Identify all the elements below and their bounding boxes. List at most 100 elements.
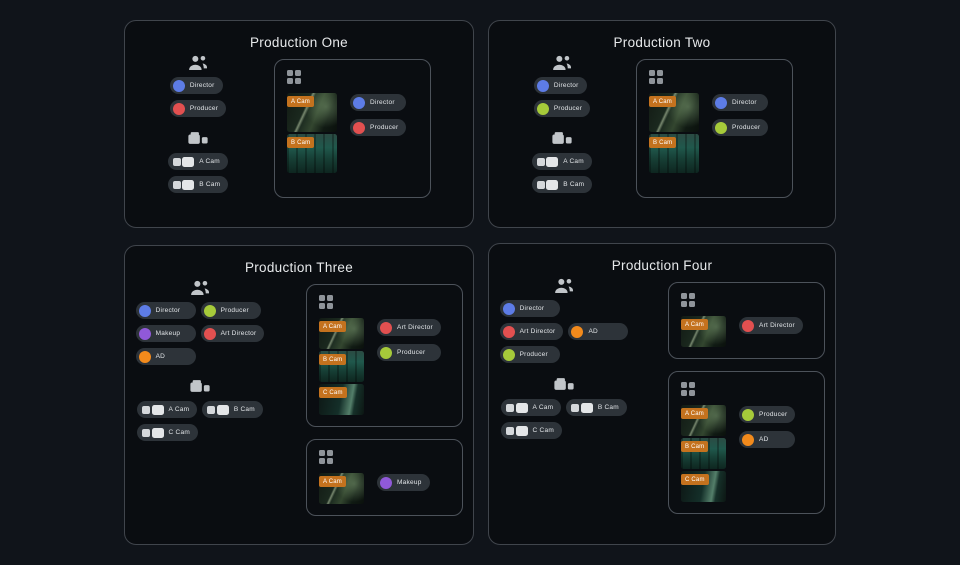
role-chip-label: Makeup	[397, 479, 422, 486]
role-chip-art-director[interactable]: Art Director	[377, 319, 441, 336]
role-chip-director[interactable]: Director	[135, 302, 196, 319]
role-chip-makeup[interactable]: Makeup	[135, 325, 196, 342]
thumbnail-stack: A Cam B Cam	[287, 93, 337, 173]
role-chip-director[interactable]: Director	[169, 77, 223, 94]
role-chip-art-director[interactable]: Art Director	[200, 325, 265, 342]
camera-icon	[142, 427, 164, 438]
role-chip-producer[interactable]: Producer	[350, 119, 407, 136]
camera-thumbnail-a-cam[interactable]: A Cam	[319, 318, 364, 349]
multicam-icon	[188, 132, 208, 144]
camera-chip-label: B Cam	[597, 404, 619, 411]
camera-chip-a-cam[interactable]: A Cam	[531, 153, 592, 170]
camera-chip-a-cam[interactable]: A Cam	[167, 153, 228, 170]
thumbnail-cam-label: A Cam	[319, 476, 347, 487]
role-color-dot	[536, 79, 549, 92]
camera-icon	[172, 179, 195, 190]
role-chip-ad[interactable]: AD	[739, 431, 796, 448]
camera-icon	[172, 156, 195, 167]
grid-icon	[649, 70, 663, 84]
role-chip-label: Art Director	[397, 324, 433, 331]
camera-chip-b-cam[interactable]: B Cam	[167, 176, 229, 193]
role-chip-makeup[interactable]: Makeup	[377, 474, 430, 491]
role-chip-producer[interactable]: Producer	[739, 406, 796, 423]
assigned-role-list: Art Director	[739, 317, 803, 347]
role-chip-producer[interactable]: Producer	[499, 346, 560, 363]
camera-chip-label: A Cam	[532, 404, 554, 411]
camera-icon	[506, 425, 528, 436]
camera-thumbnail-c-cam[interactable]: C Cam	[681, 471, 726, 502]
role-color-dot	[203, 304, 216, 317]
role-color-dot	[138, 327, 151, 340]
role-chip-art-director[interactable]: Art Director	[499, 323, 564, 340]
camera-chip-label: A Cam	[563, 158, 584, 165]
camera-icon	[506, 402, 528, 413]
thumbnail-cam-label: A Cam	[287, 96, 315, 107]
people-icon	[191, 280, 209, 295]
camera-chip-list: A Cam B Cam	[167, 153, 229, 193]
role-chip-producer[interactable]: Producer	[712, 119, 769, 136]
camera-chip-b-cam[interactable]: B Cam	[566, 399, 627, 416]
role-chip-ad[interactable]: AD	[568, 323, 629, 340]
role-color-dot	[380, 476, 392, 489]
camera-thumbnail-b-cam[interactable]: B Cam	[649, 134, 699, 173]
camera-thumbnail-a-cam[interactable]: A Cam	[681, 405, 726, 436]
role-chip-label: Director	[732, 99, 757, 106]
role-chip-director[interactable]: Director	[499, 300, 560, 317]
camera-thumbnail-a-cam[interactable]: A Cam	[287, 93, 337, 132]
panel-title: Production Two	[613, 35, 711, 50]
role-chip-ad[interactable]: AD	[135, 348, 196, 365]
role-chip-label: Producer	[519, 351, 548, 358]
role-chip-director[interactable]: Director	[712, 94, 769, 111]
role-chip-producer[interactable]: Producer	[169, 100, 227, 117]
camera-thumbnail-a-cam[interactable]: A Cam	[649, 93, 699, 132]
thumbnail-stack: A Cam	[319, 473, 364, 504]
camera-icon	[207, 404, 229, 415]
camera-chip-b-cam[interactable]: B Cam	[531, 176, 593, 193]
camera-chip-a-cam[interactable]: A Cam	[501, 399, 562, 416]
camera-chip-label: C Cam	[532, 427, 555, 434]
role-chip-producer[interactable]: Producer	[200, 302, 261, 319]
role-chip-producer[interactable]: Producer	[533, 100, 591, 117]
camera-chip-c-cam[interactable]: C Cam	[501, 422, 563, 439]
role-color-dot	[380, 346, 392, 359]
camera-chip-c-cam[interactable]: C Cam	[137, 424, 199, 441]
camera-thumbnail-a-cam[interactable]: A Cam	[319, 473, 364, 504]
role-chip-director[interactable]: Director	[533, 77, 587, 94]
role-color-dot	[172, 102, 185, 115]
camera-thumbnail-a-cam[interactable]: A Cam	[681, 316, 726, 347]
role-chip-director[interactable]: Director	[350, 94, 407, 111]
grid-icon	[681, 382, 695, 396]
panel-title: Production One	[249, 35, 348, 50]
camera-thumbnail-c-cam[interactable]: C Cam	[319, 384, 364, 415]
camera-thumbnail-b-cam[interactable]: B Cam	[319, 351, 364, 382]
people-icon	[555, 278, 573, 293]
role-color-dot	[742, 433, 754, 446]
role-chip-producer[interactable]: Producer	[377, 344, 441, 361]
camera-chip-b-cam[interactable]: B Cam	[202, 401, 263, 418]
role-chip-label: Director	[370, 99, 395, 106]
camera-chip-a-cam[interactable]: A Cam	[137, 401, 198, 418]
camera-thumbnail-b-cam[interactable]: B Cam	[681, 438, 726, 469]
camera-group-box: A Cam Makeup	[306, 439, 463, 516]
thumbnail-cam-label: B Cam	[319, 354, 347, 365]
camera-icon	[571, 402, 593, 413]
thumbnail-cam-label: A Cam	[649, 96, 677, 107]
role-chip-art-director[interactable]: Art Director	[739, 317, 803, 334]
thumbnail-cam-label: C Cam	[681, 474, 709, 485]
role-color-dot	[353, 96, 365, 109]
camera-thumbnail-b-cam[interactable]: B Cam	[287, 134, 337, 173]
camera-icon	[536, 156, 559, 167]
panel-title: Production Three	[244, 260, 354, 275]
